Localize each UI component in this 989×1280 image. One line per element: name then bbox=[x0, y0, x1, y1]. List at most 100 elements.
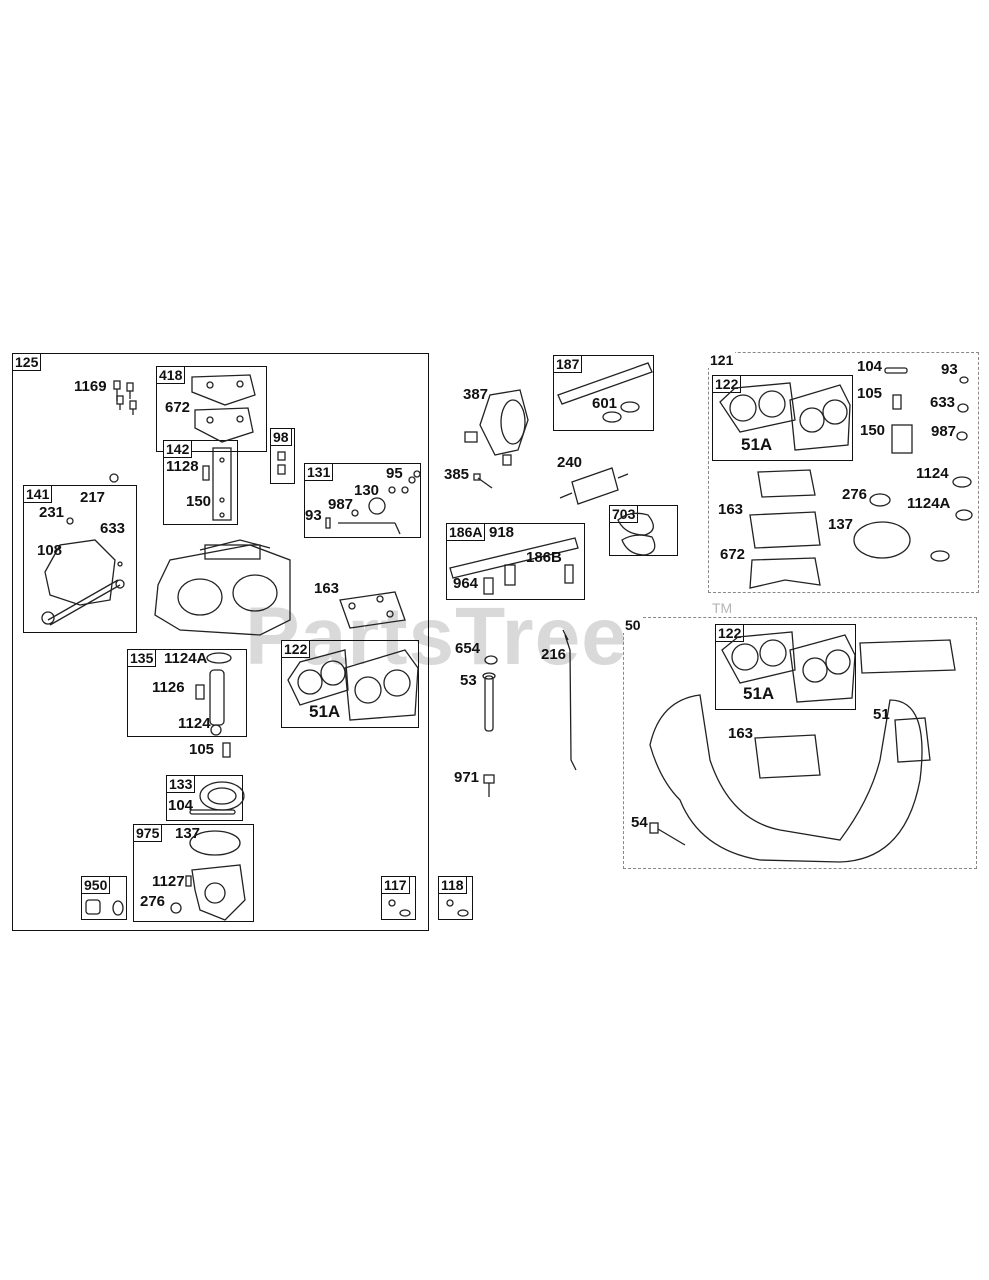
part-label-186B[interactable]: 186B bbox=[526, 549, 562, 566]
part-label-216[interactable]: 216 bbox=[541, 646, 567, 663]
kit-box-142: 142 bbox=[163, 440, 238, 525]
part-label-51[interactable]: 51 bbox=[873, 706, 890, 723]
part-label-385[interactable]: 385 bbox=[444, 466, 470, 483]
kit-tag-950[interactable]: 950 bbox=[81, 876, 111, 894]
part-label-53[interactable]: 53 bbox=[460, 672, 477, 689]
part-label-150-b[interactable]: 150 bbox=[860, 422, 886, 439]
part-label-964[interactable]: 964 bbox=[453, 575, 479, 592]
part-label-672-b[interactable]: 672 bbox=[720, 546, 746, 563]
shaft-141-drawing bbox=[41, 473, 125, 626]
kit-135-parts-drawing bbox=[195, 652, 232, 736]
part-label-1127[interactable]: 1127 bbox=[152, 873, 185, 890]
kit-tag-121[interactable]: 121 bbox=[708, 352, 736, 368]
part-label-104[interactable]: 104 bbox=[168, 797, 194, 814]
part-label-1124[interactable]: 1124 bbox=[178, 715, 211, 732]
kit-box-418: 418 bbox=[156, 366, 267, 452]
kit-box-186A: 186A bbox=[446, 523, 585, 600]
kit-131-parts-drawing bbox=[325, 470, 421, 535]
part-label-95[interactable]: 95 bbox=[386, 465, 403, 482]
part-label-163-c[interactable]: 163 bbox=[728, 725, 754, 742]
part-label-240[interactable]: 240 bbox=[557, 454, 583, 471]
kit-tag-141[interactable]: 141 bbox=[23, 485, 53, 503]
part-label-633[interactable]: 633 bbox=[100, 520, 126, 537]
kit-tag-118[interactable]: 118 bbox=[438, 876, 467, 894]
part-label-217[interactable]: 217 bbox=[80, 489, 106, 506]
kit-tag-50[interactable]: 50 bbox=[623, 617, 643, 633]
screw-385-drawing bbox=[473, 473, 493, 489]
part-label-130[interactable]: 130 bbox=[354, 482, 380, 499]
part-label-105[interactable]: 105 bbox=[189, 741, 215, 758]
part-label-108[interactable]: 108 bbox=[37, 542, 63, 559]
kit-tag-133[interactable]: 133 bbox=[166, 775, 196, 793]
part-label-105-b[interactable]: 105 bbox=[857, 385, 883, 402]
part-label-276[interactable]: 276 bbox=[140, 893, 166, 910]
hose-187-drawing bbox=[557, 362, 653, 423]
part-label-1124-b[interactable]: 1124 bbox=[916, 465, 949, 482]
part-label-1126[interactable]: 1126 bbox=[152, 679, 185, 696]
kit-box-125: 125 bbox=[12, 353, 429, 931]
kit-tag-131[interactable]: 131 bbox=[304, 463, 334, 481]
kit-box-117: 117 bbox=[381, 876, 416, 920]
part-label-137-b[interactable]: 137 bbox=[828, 516, 854, 533]
watermark: PartsTree bbox=[245, 591, 628, 682]
part-label-1124A[interactable]: 1124A bbox=[164, 650, 208, 667]
watermark-tm: TM bbox=[712, 600, 733, 616]
part-label-1169[interactable]: 1169 bbox=[74, 378, 107, 395]
part-label-231[interactable]: 231 bbox=[39, 504, 65, 521]
gasket-122-a-drawing bbox=[287, 649, 419, 721]
screw-971-drawing bbox=[483, 774, 495, 797]
hose-186A-drawing bbox=[449, 537, 579, 595]
kit-117-parts-drawing bbox=[388, 899, 411, 917]
kit-box-950: 950 bbox=[81, 876, 127, 920]
kit-tag-975[interactable]: 975 bbox=[133, 824, 163, 842]
part-label-601[interactable]: 601 bbox=[592, 395, 618, 412]
kit-tag-186A[interactable]: 186A bbox=[446, 523, 486, 541]
kit-tag-418[interactable]: 418 bbox=[156, 366, 186, 384]
kit-tag-142[interactable]: 142 bbox=[163, 440, 193, 458]
kit-tag-187[interactable]: 187 bbox=[553, 355, 583, 373]
part-label-150[interactable]: 150 bbox=[186, 493, 212, 510]
part-label-51A-b[interactable]: 51A bbox=[741, 435, 773, 454]
kit-tag-135[interactable]: 135 bbox=[127, 649, 157, 667]
kit-tag-98[interactable]: 98 bbox=[270, 428, 292, 446]
kit-tag-122-a[interactable]: 122 bbox=[281, 640, 311, 658]
part-label-93[interactable]: 93 bbox=[305, 507, 322, 524]
part-label-971[interactable]: 971 bbox=[454, 769, 480, 786]
part-label-54[interactable]: 54 bbox=[631, 814, 648, 831]
part-label-104-b[interactable]: 104 bbox=[857, 358, 883, 375]
part-label-654[interactable]: 654 bbox=[455, 640, 481, 657]
kit-tag-125[interactable]: 125 bbox=[12, 353, 42, 371]
part-label-987-b[interactable]: 987 bbox=[931, 423, 957, 440]
kit-50-parts-drawing bbox=[649, 631, 956, 863]
part-98-drawing bbox=[277, 451, 286, 475]
part-label-163[interactable]: 163 bbox=[314, 580, 340, 597]
part-label-918[interactable]: 918 bbox=[489, 524, 515, 541]
kit-box-122-a: 122 bbox=[281, 640, 419, 728]
part-label-93-b[interactable]: 93 bbox=[941, 361, 958, 378]
part-label-1124A-b[interactable]: 1124A bbox=[907, 495, 951, 512]
part-label-633-b[interactable]: 633 bbox=[930, 394, 956, 411]
kit-box-975: 975 bbox=[133, 824, 254, 922]
part-label-1128[interactable]: 1128 bbox=[166, 458, 199, 475]
part-label-387[interactable]: 387 bbox=[463, 386, 489, 403]
kit-box-121: 121 bbox=[708, 352, 979, 593]
kit-box-133: 133 bbox=[166, 775, 243, 821]
part-label-276-b[interactable]: 276 bbox=[842, 486, 868, 503]
kit-box-98: 98 bbox=[270, 428, 295, 484]
kit-133-parts-drawing bbox=[189, 781, 245, 815]
part-label-51A-c[interactable]: 51A bbox=[743, 684, 775, 703]
part-label-163-b[interactable]: 163 bbox=[718, 501, 744, 518]
part-label-137[interactable]: 137 bbox=[175, 825, 201, 842]
kit-950-parts-drawing bbox=[85, 899, 124, 916]
kit-975-parts-drawing bbox=[170, 830, 246, 921]
kit-tag-117[interactable]: 117 bbox=[381, 876, 410, 894]
screw-1169-drawing bbox=[113, 380, 137, 415]
needle-105-drawing bbox=[222, 742, 231, 758]
nut-654-drawing bbox=[484, 655, 498, 665]
part-label-51A[interactable]: 51A bbox=[309, 702, 341, 721]
part-label-987[interactable]: 987 bbox=[328, 496, 354, 513]
part-label-672[interactable]: 672 bbox=[165, 399, 191, 416]
kit-box-187: 187 bbox=[553, 355, 654, 431]
